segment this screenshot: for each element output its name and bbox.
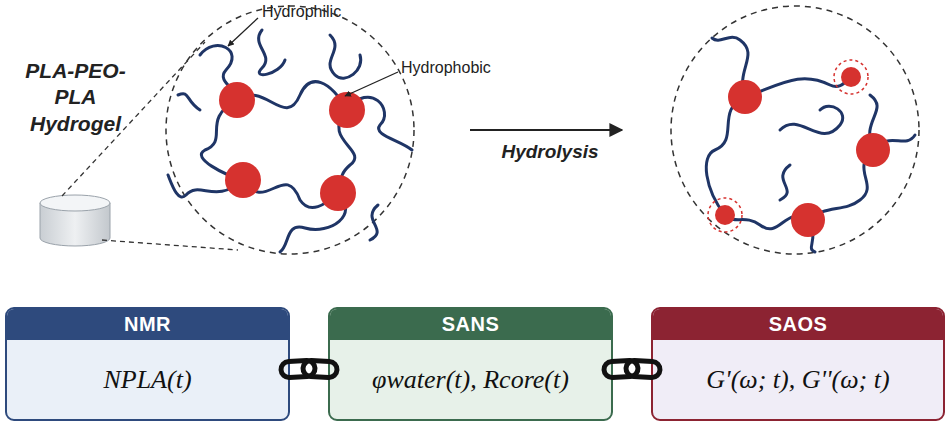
text-label: PLA-PEO-PLA Hydrogel <box>8 58 143 137</box>
svg-shape <box>780 106 843 133</box>
svg-shape <box>225 162 261 198</box>
text-label: Hydrolysis <box>490 140 610 164</box>
box-header: SAOS <box>653 309 943 340</box>
svg-shape <box>259 30 285 75</box>
leader-arrow <box>228 18 258 46</box>
box-header: SANS <box>330 309 611 340</box>
text-label: Hydrophilic <box>262 2 372 22</box>
zoom-circle <box>671 6 919 254</box>
svg-shape <box>178 94 200 110</box>
peo-chain <box>706 37 915 252</box>
degraded-core-ring <box>708 60 868 232</box>
svg-shape <box>102 240 238 250</box>
box-quantity: NPLA(t) <box>7 340 288 419</box>
zoom-circle <box>166 6 414 254</box>
svg-shape <box>834 60 868 94</box>
leader-arrow <box>345 72 398 96</box>
svg-shape <box>219 82 255 118</box>
svg-shape <box>329 92 365 128</box>
svg-shape <box>856 133 890 167</box>
pla-core <box>219 82 365 211</box>
peo-chain <box>168 30 412 252</box>
svg-shape <box>728 80 762 114</box>
box-quantity: φwater(t), Rcore(t) <box>330 340 611 419</box>
method-box: SAOSG'(ω; t), G''(ω; t) <box>651 307 945 421</box>
method-box: SANSφwater(t), Rcore(t) <box>328 307 613 421</box>
box-header: NMR <box>7 309 288 340</box>
svg-shape <box>791 203 825 237</box>
hydrogel-sample <box>40 195 110 246</box>
svg-shape <box>715 205 735 225</box>
svg-shape <box>780 165 790 200</box>
box-quantity: G'(ω; t), G''(ω; t) <box>653 340 943 419</box>
svg-shape <box>320 175 356 211</box>
text-label: Hydrophobic <box>401 58 516 78</box>
svg-shape <box>330 35 361 78</box>
svg-shape <box>841 67 861 87</box>
svg-shape <box>370 205 378 240</box>
method-box: NMRNPLA(t) <box>5 307 290 421</box>
svg-shape <box>708 198 742 232</box>
process-arrow <box>470 129 622 131</box>
svg-shape <box>40 195 110 211</box>
